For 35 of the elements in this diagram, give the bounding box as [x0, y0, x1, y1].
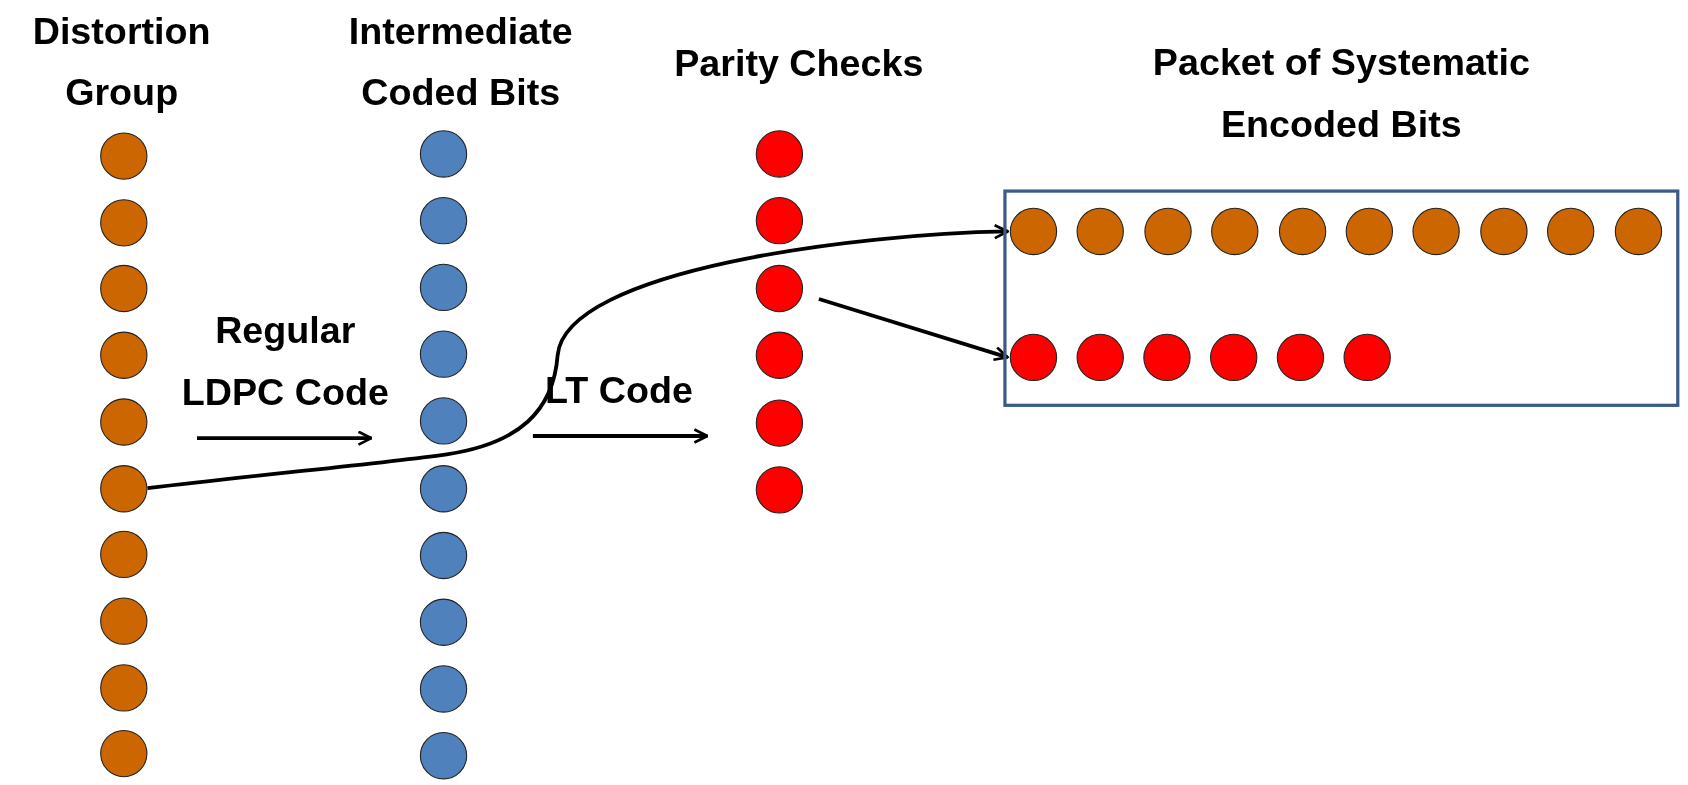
packet-heading: Packet of Systematic Encoded Bits: [1151, 39, 1531, 147]
bit-circle: [1343, 333, 1391, 382]
bit-circle: [419, 130, 468, 178]
bit-circle: [419, 197, 468, 245]
bit-circle: [1144, 207, 1192, 256]
bit-circle: [1211, 207, 1259, 256]
bit-circle: [1210, 333, 1258, 382]
bit-circle: [755, 197, 804, 245]
bit-circle: [100, 331, 148, 380]
bit-circle: [100, 398, 148, 446]
column-heading: Intermediate Coded Bits: [347, 8, 574, 116]
bit-circle: [1547, 207, 1595, 256]
bit-circle: [419, 464, 468, 512]
bit-circle: [419, 531, 468, 579]
bit-circle: [100, 530, 148, 579]
bit-circle: [100, 265, 148, 313]
arrow: [147, 224, 1009, 491]
code-label: Regular LDPC Code: [180, 307, 390, 415]
bit-circle: [100, 464, 148, 512]
bit-circle: [100, 597, 148, 645]
bit-circle: [755, 130, 804, 178]
bit-circle: [100, 730, 148, 778]
bit-circle: [419, 598, 468, 646]
column-heading: Parity Checks: [673, 41, 925, 86]
bit-circle: [755, 466, 804, 514]
bit-circle: [419, 665, 468, 713]
bit-circle: [1076, 333, 1124, 382]
bit-circle: [100, 132, 148, 180]
column-heading: Distortion Group: [31, 8, 212, 116]
arrow: [818, 297, 1009, 362]
bit-circle: [1143, 333, 1191, 382]
bit-circle: [1278, 207, 1326, 256]
bit-circle: [100, 198, 148, 247]
bit-circle: [100, 663, 148, 712]
bit-circle: [1480, 207, 1528, 256]
